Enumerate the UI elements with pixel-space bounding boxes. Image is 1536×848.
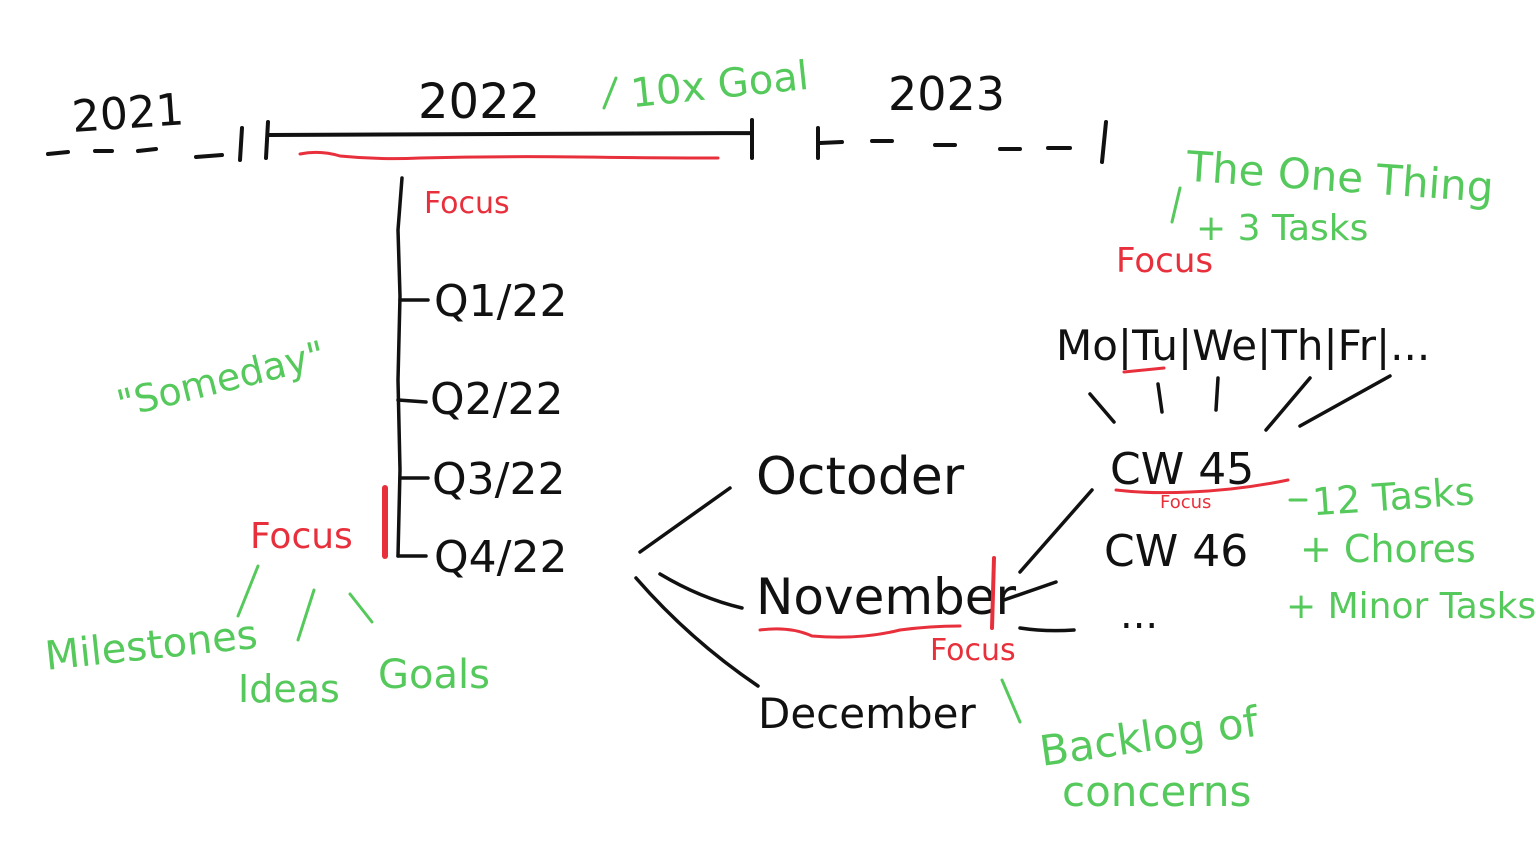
quarter-q1: Q1/22 [434,276,567,327]
month-focus-bar [990,556,996,630]
month-focus-underline [758,624,962,639]
note-tasks-line3: + Minor Tasks [1286,586,1536,627]
goal-note-tick [602,76,618,110]
note-backlog-line1: Backlog of [1037,697,1263,776]
year-2023-label: 2023 [888,67,1005,121]
quarter-q2: Q2/22 [430,374,563,425]
quarter-q4: Q4/22 [434,532,567,583]
days-row: Mo|Tu|We|Th|Fr|... [1056,321,1430,370]
month-focus-label: Focus [930,633,1016,668]
note-goals: Goals [378,652,490,698]
year-2021-label: 2021 [70,84,185,143]
quarter-branch-line [396,176,404,558]
quarter-q3: Q3/22 [432,454,565,505]
timeline-2021-dashes [46,120,270,162]
note-backlog-line2: concerns [1062,767,1251,816]
one-thing-tick [1170,186,1182,224]
note-ideas: Ideas [238,667,340,711]
week-focus-underline [1114,478,1290,495]
month-november: November [756,568,1017,626]
day-focus-underline [1122,366,1166,374]
quarter-branch-ticks [396,298,430,558]
day-branch-lines [1088,374,1392,432]
timeline-2023-dashes [816,120,1108,164]
day-focus-label: Focus [1116,241,1213,281]
week-cw46: CW 46 [1104,526,1248,577]
goal-note: 10x Goal [629,53,811,117]
note-one-thing-line2: + 3 Tasks [1196,208,1368,249]
week-more: ... [1120,592,1158,638]
month-december: December [758,689,977,738]
week-branch-lines [1002,488,1094,633]
note-tasks-line1: 12 Tasks [1311,469,1476,524]
week-cw45: CW 45 [1110,444,1254,495]
timeline-2022-line [266,118,754,160]
week-focus-label: Focus [1160,492,1211,513]
backlog-tick [1000,678,1022,724]
quarter-focus-label: Focus [424,186,510,221]
note-tasks-line2: + Chores [1300,527,1476,571]
note-one-thing-line1: The One Thing [1184,142,1495,212]
year-2022-label: 2022 [418,74,540,130]
note-milestones: Milestones [43,612,260,680]
year-focus-underline [298,150,720,161]
month-october: Octoder [756,447,965,507]
month-branch-lines [634,486,760,688]
note-someday: "Someday" [113,332,330,426]
quarter-q4-focus-label: Focus [250,516,353,557]
quarter-focus-branches [236,564,374,642]
